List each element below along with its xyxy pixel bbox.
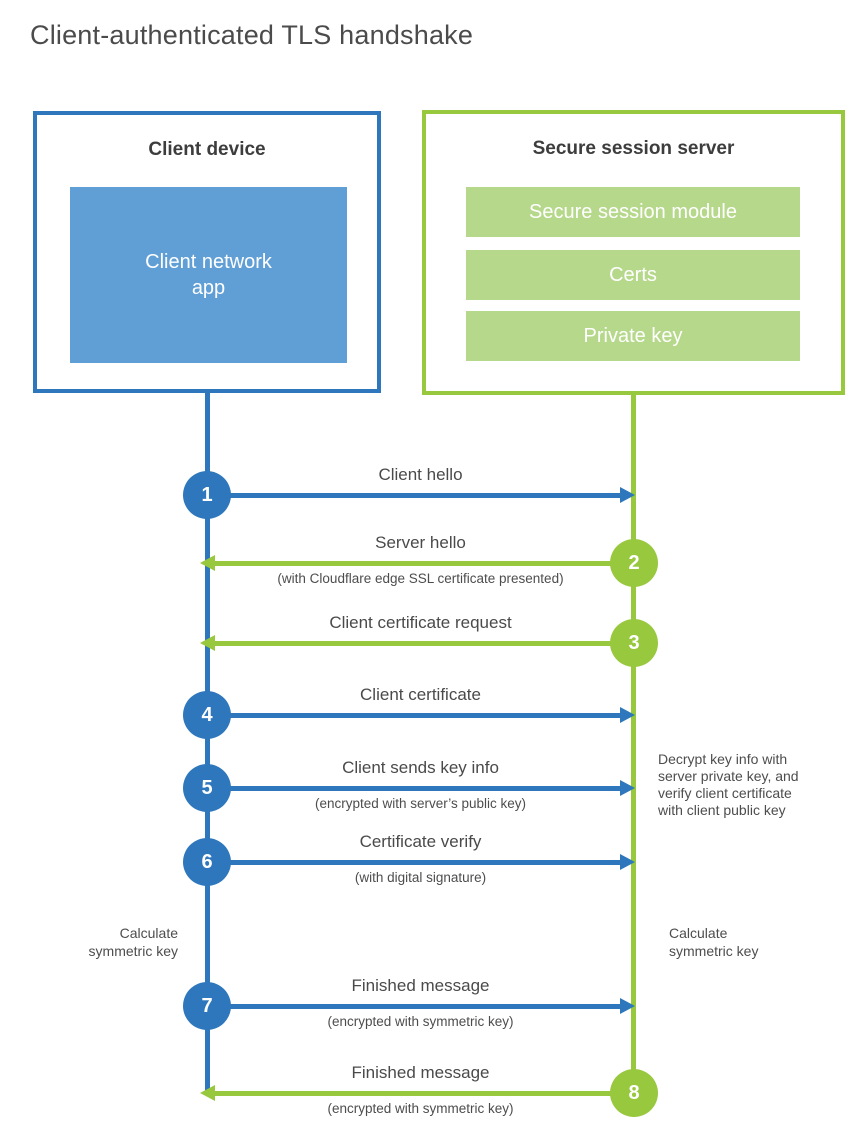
step-4-marker: 4 — [183, 691, 231, 739]
step-3-marker: 3 — [610, 619, 658, 667]
step-1-arrowhead-icon — [620, 487, 635, 503]
step-6-number: 6 — [201, 850, 213, 873]
step-4-arrow — [209, 713, 621, 718]
step-6-arrowhead-icon — [620, 854, 635, 870]
step-8-sublabel: (encrypted with symmetric key) — [327, 1101, 514, 1116]
step-8-marker: 8 — [610, 1069, 658, 1117]
step-7-sublabel: (encrypted with symmetric key) — [327, 1014, 514, 1029]
client-network-app-box: Client network app — [70, 187, 347, 363]
step-4-arrowhead-icon — [620, 707, 635, 723]
step-6-marker: 6 — [183, 838, 231, 886]
client-device-title: Client device — [148, 139, 266, 160]
step-2-label: Server hello — [375, 533, 466, 552]
server-module-private-key: Private key — [466, 311, 800, 361]
step-6-sublabel: (with digital signature) — [354, 870, 487, 885]
note-calc-symmetric-key-server: Calculate symmetric key — [669, 925, 759, 959]
server-module-certs: Certs — [466, 250, 800, 300]
step-4-label: Client certificate — [360, 685, 481, 704]
step-3-label: Client certificate request — [329, 613, 512, 632]
step-2-arrowhead-icon — [200, 555, 215, 571]
step-6-label: Certificate verify — [359, 832, 482, 851]
page-title: Client-authenticated TLS handshake — [30, 20, 474, 50]
step-1-marker: 1 — [183, 471, 231, 519]
step-7-label: Finished message — [351, 976, 490, 995]
step-7-arrowhead-icon — [620, 998, 635, 1014]
client-lifeline — [205, 390, 210, 1093]
step-5-number: 5 — [201, 776, 213, 799]
step-7-marker: 7 — [183, 982, 231, 1030]
step-8-number: 8 — [628, 1081, 640, 1104]
server-lifeline — [631, 391, 636, 1092]
step-8-arrowhead-icon — [200, 1085, 215, 1101]
step-3-arrowhead-icon — [200, 635, 215, 651]
step-2-marker: 2 — [610, 539, 658, 587]
step-1-label: Client hello — [378, 465, 463, 484]
step-8-label: Finished message — [351, 1063, 490, 1082]
step-5-label: Client sends key info — [342, 758, 499, 777]
step-2-arrow — [213, 561, 634, 566]
step-6-arrow — [209, 860, 621, 865]
note-calc-symmetric-key-client: Calculate symmetric key — [88, 925, 178, 959]
step-5-arrow — [209, 786, 621, 791]
step-5-arrowhead-icon — [620, 780, 635, 796]
step-2-sublabel: (with Cloudflare edge SSL certificate pr… — [277, 571, 564, 586]
secure-session-server-title: Secure session server — [532, 138, 735, 159]
step-3-number: 3 — [628, 631, 640, 654]
step-1-arrow — [209, 493, 621, 498]
step-7-number: 7 — [201, 994, 213, 1017]
server-module-secure-session: Secure session module — [466, 187, 800, 237]
step-5-sublabel: (encrypted with server’s public key) — [314, 796, 527, 811]
step-4-number: 4 — [201, 703, 213, 726]
step-1-number: 1 — [201, 483, 213, 506]
step-7-arrow — [209, 1004, 621, 1009]
step-5-marker: 5 — [183, 764, 231, 812]
step-2-number: 2 — [628, 551, 640, 574]
step-3-arrow — [213, 641, 634, 646]
step-8-arrow — [213, 1091, 634, 1096]
note-decrypt-key-info: Decrypt key info with server private key… — [658, 751, 799, 818]
